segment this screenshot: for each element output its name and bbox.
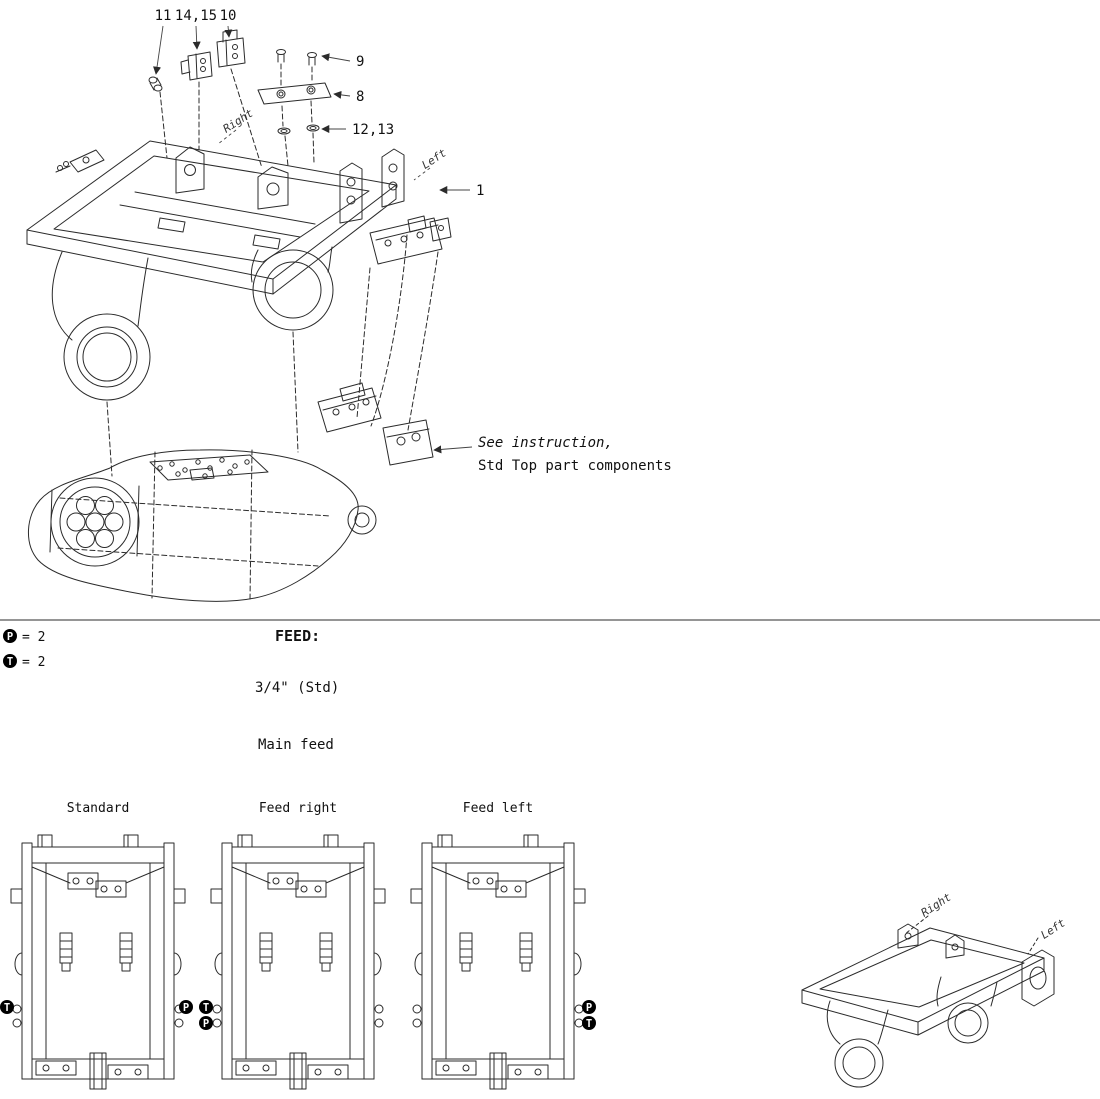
- port-marker-feed-left-t: T: [582, 1016, 596, 1030]
- view-label-feed-left: Feed left: [463, 801, 533, 816]
- legend-t-row: T = 2: [3, 654, 45, 670]
- projection-lines: [106, 63, 439, 477]
- svg-text:T: T: [4, 1002, 10, 1014]
- p-port-letter: P: [7, 631, 13, 643]
- view-label-feed-right: Feed right: [259, 801, 337, 816]
- orientation-left-label: Left: [419, 146, 449, 172]
- feed-size: 3/4" (Std): [255, 680, 339, 696]
- small-iso-right-label: Right: [919, 890, 954, 919]
- small-iso-drawing: [801, 915, 1055, 1088]
- callout-10: 10: [220, 8, 237, 24]
- callout-12-13: 12,13: [352, 122, 394, 138]
- part-bracket-10: [216, 29, 246, 68]
- p-port-count: = 2: [22, 630, 45, 645]
- feed-type: Main feed: [258, 737, 334, 753]
- part-washers-12-13: [277, 124, 320, 135]
- port-marker-standard-t: T: [0, 1000, 14, 1014]
- port-marker-feed-left-p: P: [582, 1000, 596, 1014]
- t-port-icon: [3, 654, 17, 668]
- svg-text:P: P: [586, 1002, 592, 1014]
- part-pins: [148, 76, 163, 92]
- view-label-standard: Standard: [67, 801, 130, 816]
- callout-8: 8: [356, 89, 364, 105]
- exploded-view-drawing: [26, 29, 452, 602]
- legend-p-row: P = 2: [3, 629, 45, 645]
- note-line-2: Std Top part components: [478, 458, 672, 474]
- lower-body-drawing: [27, 382, 434, 602]
- callout-1: 1: [476, 183, 484, 199]
- svg-text:T: T: [586, 1018, 592, 1030]
- frame-view-standard: [10, 834, 186, 1090]
- note-line-1: See instruction,: [478, 435, 613, 451]
- port-marker-standard-p: P: [179, 1000, 193, 1014]
- svg-text:P: P: [203, 1018, 209, 1030]
- part-bracket-14-15: [180, 51, 213, 81]
- t-port-letter: T: [7, 656, 13, 668]
- svg-text:P: P: [183, 1002, 189, 1014]
- p-port-icon: [3, 629, 17, 643]
- t-port-count: = 2: [22, 655, 45, 670]
- frame-view-feed-left: [410, 834, 586, 1090]
- svg-text:T: T: [203, 1002, 209, 1014]
- callout-14-15: 14,15: [175, 8, 217, 24]
- callout-11: 11: [155, 8, 172, 24]
- feed-heading: FEED:: [275, 627, 320, 645]
- port-marker-feed-right-p: P: [199, 1016, 213, 1030]
- callout-leader-lines: [153, 25, 473, 454]
- small-iso-left-label: Left: [1038, 916, 1068, 942]
- frame-view-feed-right: [210, 834, 386, 1090]
- part-plate-8: [257, 82, 332, 105]
- part-screws-9: [276, 49, 317, 66]
- callout-9: 9: [356, 54, 364, 70]
- port-marker-feed-right-t: T: [199, 1000, 213, 1014]
